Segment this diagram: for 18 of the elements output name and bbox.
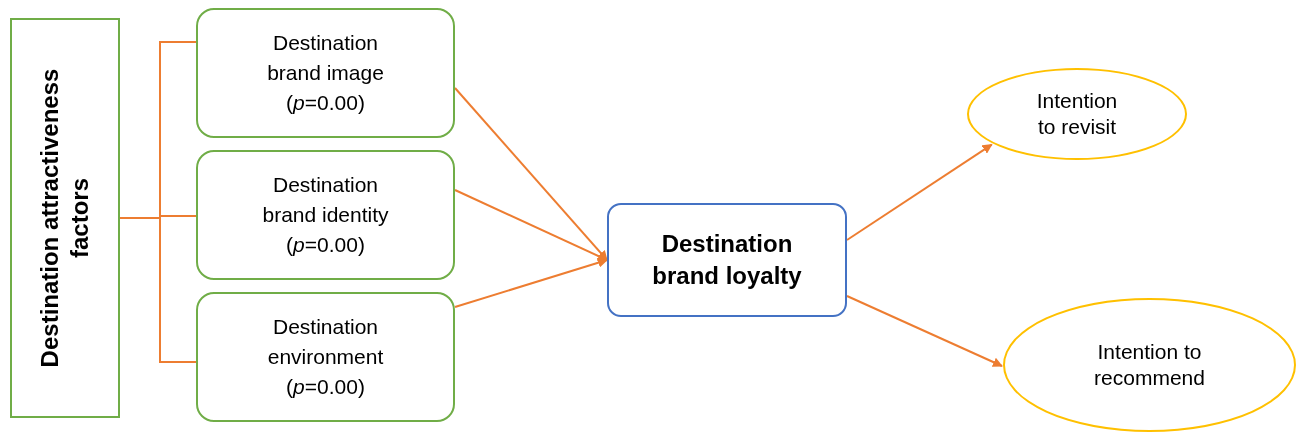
factor-group-box [10,18,120,418]
arrow [846,143,993,241]
node-label: Destination environment (p=0.00) [266,314,385,400]
node-label: Destination brand loyalty [651,229,803,291]
node-label: Intention to revisit [1035,88,1119,140]
construct-box [607,203,847,317]
node-label: Destination brand image (p=0.00) [266,30,385,116]
construct-box [196,8,455,138]
node-label: Destination brand identity (p=0.00) [261,172,390,258]
arrow [454,189,608,261]
node-label: Intention to recommend [1093,339,1206,391]
node-label: Destination attractiveness factors [35,68,94,368]
arrow [454,87,608,261]
construct-box [196,150,455,280]
arrow [846,295,1003,367]
construct-box [196,292,455,422]
arrow [454,257,608,308]
bracket-connector [119,217,197,363]
